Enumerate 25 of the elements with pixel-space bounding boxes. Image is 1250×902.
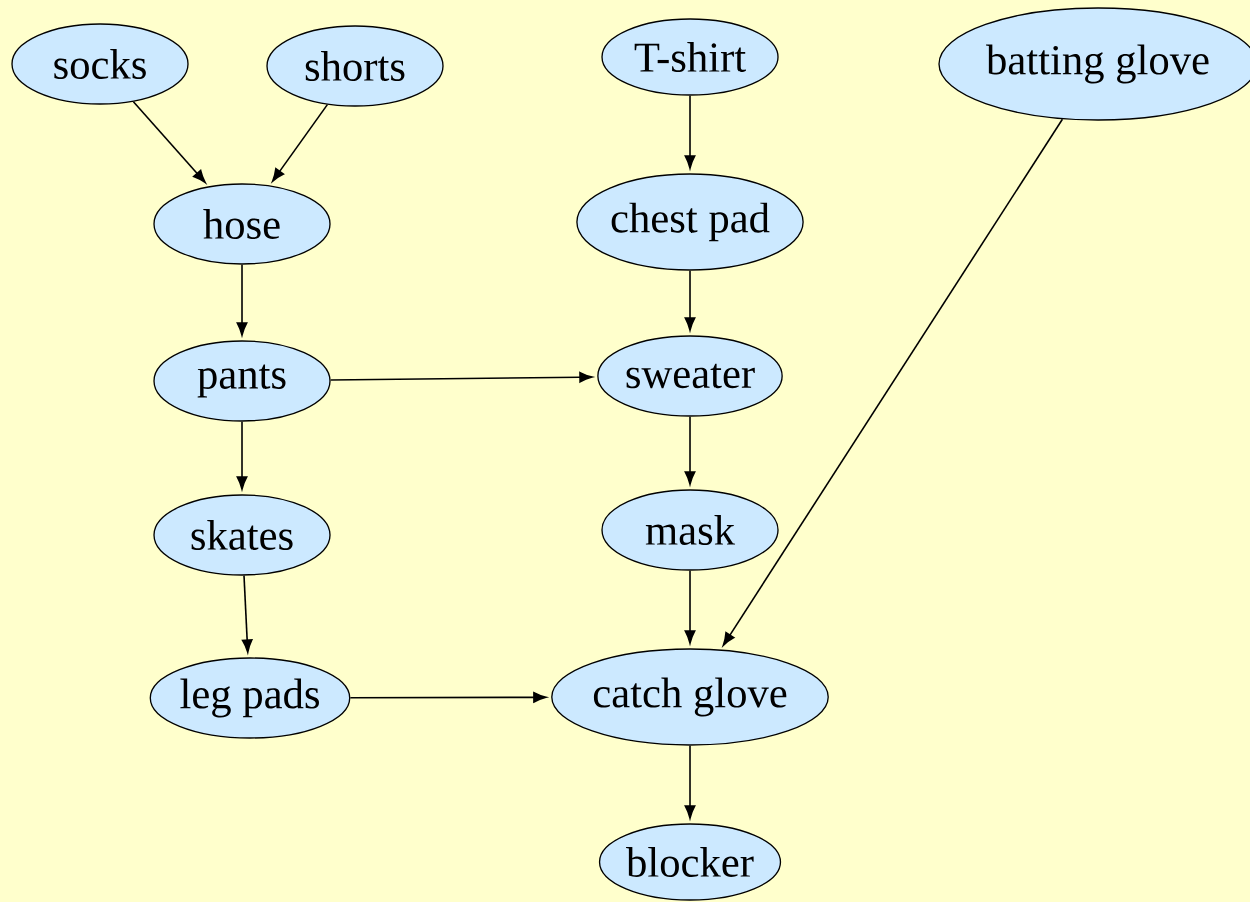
ellipse-node: leg pads	[149, 657, 351, 739]
ellipse-node: catch glove	[551, 648, 829, 746]
ellipse-node: mask	[601, 489, 779, 571]
arrow	[349, 691, 547, 703]
arrow	[132, 100, 206, 184]
ellipse-node: socks	[11, 23, 189, 105]
arrow	[241, 574, 253, 653]
arrow	[684, 415, 696, 485]
arrow	[684, 94, 696, 169]
arrow	[684, 744, 696, 819]
ellipse-node: chest pad	[576, 173, 804, 271]
arrow	[271, 103, 329, 182]
ellipse-node: hose	[153, 183, 331, 265]
arrow	[722, 118, 1064, 646]
arrow	[684, 269, 696, 331]
ellipse-node: shorts	[266, 25, 444, 107]
ellipse-node: sweater	[597, 335, 783, 417]
ellipse-node: skates	[153, 494, 331, 576]
ellipse-node: blocker	[598, 823, 782, 901]
ellipse-node: T-shirt	[601, 18, 779, 96]
arrow	[684, 569, 696, 644]
ellipse-node: pants	[153, 340, 331, 422]
arrow	[236, 420, 248, 490]
arrow	[329, 371, 593, 383]
arrow	[236, 263, 248, 336]
